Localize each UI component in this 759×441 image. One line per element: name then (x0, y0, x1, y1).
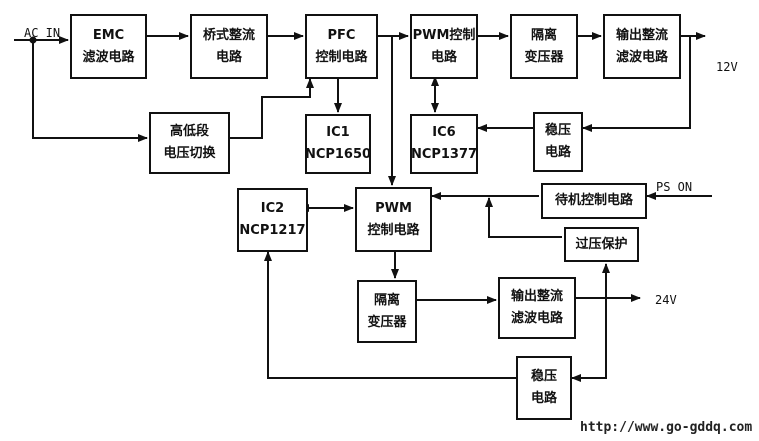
feedback-12v-line (582, 36, 691, 132)
ac-in-label: AC IN (24, 26, 61, 40)
isolation-transformer-bottom-line2: 变压器 (367, 314, 407, 330)
isolation-transformer-bottom-block: 隔离 变压器 (357, 280, 417, 343)
pfc-control-block: PFC 控制电路 (305, 14, 378, 79)
emc-filter-line2: 滤波电路 (82, 49, 135, 65)
regulator-bottom-block: 稳压 电路 (516, 356, 572, 420)
output-rectifier-top-line2: 滤波电路 (615, 49, 668, 65)
pwm-control-middle-line2: 控制电路 (367, 222, 420, 238)
ic6-block: IC6 NCP1377 (410, 114, 478, 174)
bridge-rectifier-block: 桥式整流 电路 (190, 14, 268, 79)
overvoltage-protection-line1: 过压保护 (575, 236, 628, 252)
standby-control-line1: 待机控制电路 (554, 193, 633, 208)
pwm-control-top-line2: 电路 (430, 49, 457, 65)
output-rectifier-bottom-line1: 输出整流 (510, 289, 563, 304)
watermark-url: http://www.go-gddq.com (580, 420, 753, 435)
emc-filter-block: EMC 滤波电路 (70, 14, 147, 79)
output-rectifier-top-line1: 输出整流 (615, 27, 668, 43)
tap-to-reg-bot-line (571, 298, 607, 382)
pwm-control-middle-block: PWM 控制电路 (355, 187, 432, 252)
pwm-control-middle-line1: PWM (375, 200, 412, 216)
ic6-line1: IC6 (432, 125, 456, 140)
regulator-top-line1: 稳压 (544, 123, 571, 138)
output-rectifier-bottom-block: 输出整流 滤波电路 (498, 277, 576, 339)
pwm-control-top-line1: PWM控制 (412, 27, 476, 43)
isolation-transformer-top-line1: 隔离 (530, 27, 557, 43)
regulator-top-block: 稳压 电路 (533, 112, 583, 172)
output-24v-label: 24V (655, 293, 677, 307)
pfc-control-line1: PFC (327, 27, 356, 43)
ic2-block: IC2 NCP1217 (237, 188, 308, 252)
hilo-to-pfc-line (230, 78, 314, 139)
isolation-transformer-bottom-line1: 隔离 (373, 292, 400, 308)
reg-bot-to-ic2-line (264, 251, 516, 379)
ps-on-label: PS ON (656, 180, 693, 194)
standby-control-block: 待机控制电路 (541, 183, 647, 219)
voltage-switch-block: 高低段 电压切换 (149, 112, 230, 174)
ic2-line1: IC2 (260, 201, 285, 216)
regulator-top-line2: 电路 (544, 145, 571, 160)
ic6-line2: NCP1377 (410, 147, 478, 162)
pwm-control-top-block: PWM控制 电路 (410, 14, 478, 79)
voltage-switch-line1: 高低段 (169, 124, 209, 139)
ovp-to-standby-line (485, 197, 562, 238)
overvoltage-protection-block: 过压保护 (564, 227, 639, 262)
ic2-line2: NCP1217 (239, 223, 306, 238)
emc-filter-line1: EMC (92, 27, 125, 43)
output-rectifier-top-block: 输出整流 滤波电路 (603, 14, 681, 79)
ic1-block: IC1 NCP1650 (305, 114, 371, 174)
ic1-line2: NCP1650 (304, 147, 372, 162)
output-12v-label: 12V (716, 60, 738, 74)
pfc-control-line2: 控制电路 (315, 49, 368, 65)
ac-to-hilo-line (32, 40, 148, 142)
isolation-transformer-top-line2: 变压器 (524, 49, 564, 65)
isolation-transformer-top-block: 隔离 变压器 (510, 14, 578, 79)
output-rectifier-bottom-line2: 滤波电路 (510, 311, 563, 326)
voltage-switch-line2: 电压切换 (163, 146, 216, 161)
bridge-rectifier-line1: 桥式整流 (202, 27, 255, 43)
regulator-bottom-line2: 电路 (530, 391, 557, 406)
bridge-rectifier-line2: 电路 (215, 49, 242, 65)
ic1-line1: IC1 (326, 125, 350, 140)
regulator-bottom-line1: 稳压 (530, 369, 557, 384)
